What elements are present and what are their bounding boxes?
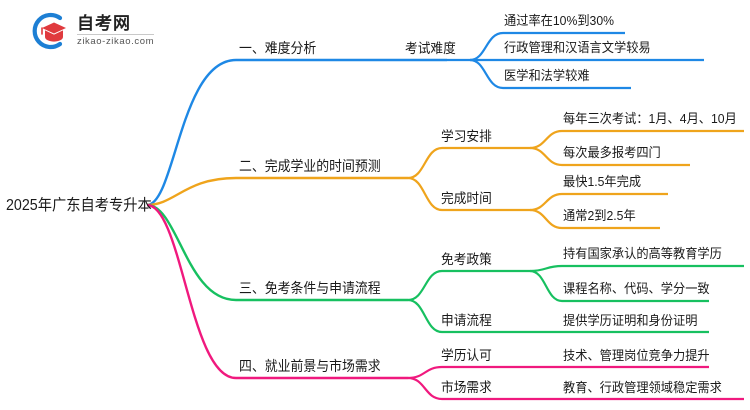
branch-line-group-1 — [146, 31, 704, 207]
mindmap-sub-3-1-label[interactable]: 免考政策 — [441, 252, 492, 267]
mindmap-sub-2-2-label[interactable]: 完成时间 — [441, 191, 492, 206]
branch-line-group-4 — [146, 203, 744, 401]
leaf-curve-2-1-2 — [529, 146, 563, 167]
sub-curve-4-1 — [407, 365, 443, 380]
mindmap-sub-2-1-label[interactable]: 学习安排 — [441, 129, 492, 144]
mindmap-leaf-1-1-3[interactable]: 医学和法学较难 — [504, 68, 590, 83]
mindmap-leaf-4-1-1[interactable]: 技术、管理岗位竞争力提升 — [563, 348, 710, 363]
leaf-curve-1-1-1 — [469, 31, 504, 62]
mindmap-leaf-3-1-1[interactable]: 持有国家承认的高等教育学历 — [563, 246, 722, 261]
leaf-curve-2-2-1 — [529, 192, 563, 212]
branch-curve-4 — [146, 203, 237, 380]
branch-curve-3 — [146, 203, 237, 302]
leaf-curve-3-1-1 — [529, 264, 563, 273]
leaf-curve-3-1-2 — [529, 269, 563, 303]
mindmap-branch-4-label[interactable]: 四、就业前景与市场需求 — [239, 358, 381, 374]
mindmap-sub-3-2-label[interactable]: 申请流程 — [441, 313, 492, 328]
sub-curve-2-1 — [407, 146, 443, 180]
mindmap-leaf-1-1-1[interactable]: 通过率在10%到30% — [504, 13, 615, 28]
logo-mark-icon — [30, 11, 70, 51]
leaf-curve-1-1-3 — [469, 58, 504, 90]
sub-curve-3-1 — [407, 269, 443, 302]
mindmap-leaf-3-1-2[interactable]: 课程名称、代码、学分一致 — [563, 281, 710, 296]
mindmap-leaf-2-2-1[interactable]: 最快1.5年完成 — [563, 174, 642, 189]
mindmap-branch-1-label[interactable]: 一、难度分析 — [239, 40, 317, 56]
leaf-curve-2-2-2 — [529, 208, 563, 230]
sub-curve-3-2 — [407, 298, 443, 334]
sub-curve-2-2 — [407, 176, 443, 212]
mindmap-leaf-4-2-1[interactable]: 教育、行政管理领域稳定需求 — [563, 380, 722, 395]
mindmap-leaf-2-2-2[interactable]: 通常2到2.5年 — [563, 208, 636, 223]
sub-curve-4-2 — [407, 376, 443, 401]
logo-url: zikao-zikao.com — [77, 34, 155, 48]
mindmap-root-node[interactable]: 2025年广东自考专升本 — [6, 197, 152, 214]
mindmap-leaf-1-1-2[interactable]: 行政管理和汉语言文学较易 — [504, 40, 651, 55]
mindmap-branch-2-label[interactable]: 二、完成学业的时间预测 — [239, 158, 381, 174]
branch-curve-2 — [146, 176, 237, 207]
mindmap-sub-1-1-label[interactable]: 考试难度 — [405, 41, 456, 56]
site-logo: 自考网 zikao-zikao.com — [30, 11, 155, 51]
leaf-curve-2-1-1 — [529, 129, 563, 150]
mindmap-leaf-3-2-1[interactable]: 提供学历证明和身份证明 — [563, 313, 698, 328]
mindmap-sub-4-2-label[interactable]: 市场需求 — [441, 380, 492, 395]
mindmap-branch-3-label[interactable]: 三、免考条件与申请流程 — [239, 280, 381, 296]
logo-title: 自考网 — [77, 14, 131, 34]
mindmap-sub-4-1-label[interactable]: 学历认可 — [441, 348, 492, 363]
branch-curve-1 — [146, 58, 237, 207]
branch-line-group-2 — [146, 129, 744, 230]
mindmap-leaf-2-1-2[interactable]: 每次最多报考四门 — [563, 145, 661, 160]
mindmap-leaf-2-1-1[interactable]: 每年三次考试：1月、4月、10月 — [563, 111, 737, 126]
